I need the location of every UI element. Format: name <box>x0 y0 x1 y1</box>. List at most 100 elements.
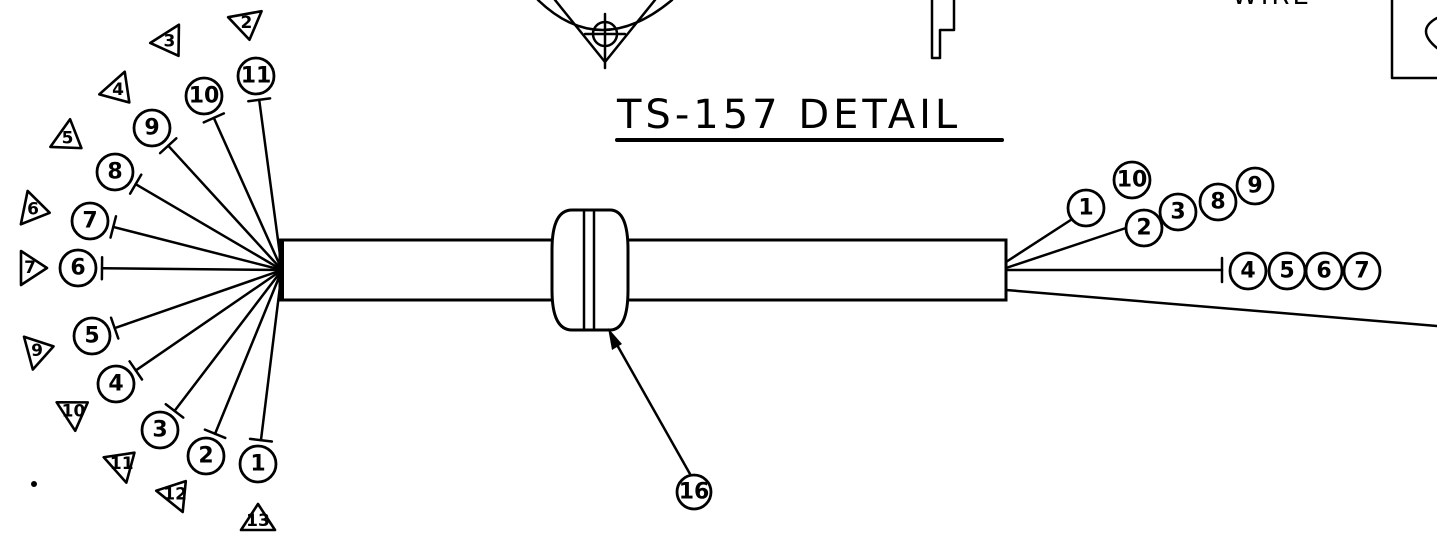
circle-marker-label: 2 <box>198 444 213 469</box>
triangle-marker <box>148 23 181 58</box>
wire-terminal-tick <box>109 215 118 239</box>
detail-title: TS-157 DETAIL <box>616 92 961 138</box>
triangle-marker <box>98 70 131 104</box>
circle-marker <box>238 444 278 484</box>
stray-mark <box>31 481 37 487</box>
triangle-marker <box>22 335 55 371</box>
wire-label: WIRE <box>1232 0 1312 11</box>
circle-marker-label: 9 <box>144 116 159 141</box>
fan-wire-line <box>134 182 284 272</box>
wire-terminal-tick <box>128 173 143 195</box>
triangle-marker <box>226 9 263 42</box>
fan-wire-line <box>259 268 284 442</box>
fan-wire-line <box>257 98 284 272</box>
fan-wire-3: 11 3 <box>102 268 284 484</box>
fan-wire-line <box>173 268 284 413</box>
triangle-marker-label: 12 <box>163 484 187 504</box>
triangle-marker-label: 5 <box>62 128 74 148</box>
circle-marker <box>236 56 276 96</box>
circle-marker-label: 2 <box>1136 216 1151 241</box>
circle-marker <box>96 364 136 404</box>
fan-wire-line <box>112 225 284 272</box>
circle-marker-label: 7 <box>82 209 97 234</box>
triangle-marker <box>19 249 49 287</box>
circle-marker-label: 3 <box>1170 200 1185 225</box>
circle-marker-label: 11 <box>241 64 272 89</box>
circle-marker-label: 1 <box>250 452 265 477</box>
trailing-wire <box>1004 288 1437 328</box>
circle-marker-label: 8 <box>107 160 122 185</box>
triangle-marker-label: 7 <box>24 258 36 278</box>
fan-wire-2: 12 2 <box>154 268 284 514</box>
circle-marker-label: 9 <box>1247 174 1262 199</box>
circle-marker-label: 7 <box>1354 259 1369 284</box>
fan-wire-10: 3 10 <box>148 23 284 272</box>
circle-marker-label: 6 <box>1316 259 1331 284</box>
circle-marker <box>1228 251 1268 291</box>
fan-wire-line <box>166 144 284 272</box>
circle-marker-label: 10 <box>1117 168 1148 193</box>
triangle-marker-label: 3 <box>163 31 175 51</box>
wire-terminal-tick <box>202 112 226 124</box>
circle-marker <box>1112 160 1152 200</box>
triangle-marker <box>239 502 277 532</box>
fan-wire-line <box>113 268 284 330</box>
triangle-marker <box>154 479 188 514</box>
triangle-marker <box>102 451 136 484</box>
triangle-marker-label: 2 <box>241 13 253 33</box>
top-partial-artwork: WIRE <box>536 0 1437 80</box>
triangle-marker-label: 4 <box>112 80 124 100</box>
circle-marker <box>72 316 112 356</box>
triangle-marker-label: 6 <box>27 199 39 219</box>
circle-marker <box>1304 251 1344 291</box>
wire-terminal-tick <box>203 428 227 440</box>
circle-marker <box>1235 166 1275 206</box>
circle-marker <box>1198 182 1238 222</box>
circle-marker <box>1342 251 1382 291</box>
wire-terminal-tick <box>109 316 120 340</box>
fan-wire-line <box>212 116 284 272</box>
triangle-marker-label: 10 <box>62 402 86 422</box>
right-wire-group-1: 110 <box>1004 160 1152 264</box>
circle-marker <box>58 248 98 288</box>
grommet-callout: 16 <box>608 328 713 511</box>
wire-terminal-tick <box>248 437 274 443</box>
circle-marker-label: 5 <box>84 324 99 349</box>
right-wire-line <box>1004 226 1128 270</box>
circle-marker-label: 10 <box>189 84 220 109</box>
circle-marker-label: 3 <box>152 418 167 443</box>
triangle-marker <box>49 117 83 150</box>
circle-marker <box>70 201 110 241</box>
circle-marker-label: 6 <box>70 256 85 281</box>
fan-wire-11: 2 11 <box>226 9 284 272</box>
fan-wire-1: 13 1 <box>238 268 284 532</box>
circle-marker-label: 4 <box>1240 259 1255 284</box>
triangle-marker-label: 13 <box>246 511 270 531</box>
wire-terminal-tick <box>164 402 185 419</box>
circle-marker <box>95 152 135 192</box>
triangle-marker <box>55 400 90 433</box>
circle-marker <box>140 410 180 450</box>
circle-marker <box>184 76 224 116</box>
circle-marker-label: 8 <box>1210 190 1225 215</box>
right-wire-line <box>1004 212 1082 264</box>
circle-marker <box>132 108 172 148</box>
fan-wire-5: 95 <box>22 268 284 371</box>
harness-body <box>278 238 1008 302</box>
circle-marker-label: 4 <box>108 372 123 397</box>
fan-wire-line <box>134 268 284 372</box>
triangle-marker-label: 11 <box>110 454 134 474</box>
wire-terminal-tick <box>158 137 178 155</box>
fan-wire-8: 58 <box>49 117 284 272</box>
wire-terminal-tick <box>247 97 272 103</box>
circle-marker <box>1158 192 1198 232</box>
grommet <box>550 208 630 332</box>
circle-marker <box>1124 208 1164 248</box>
